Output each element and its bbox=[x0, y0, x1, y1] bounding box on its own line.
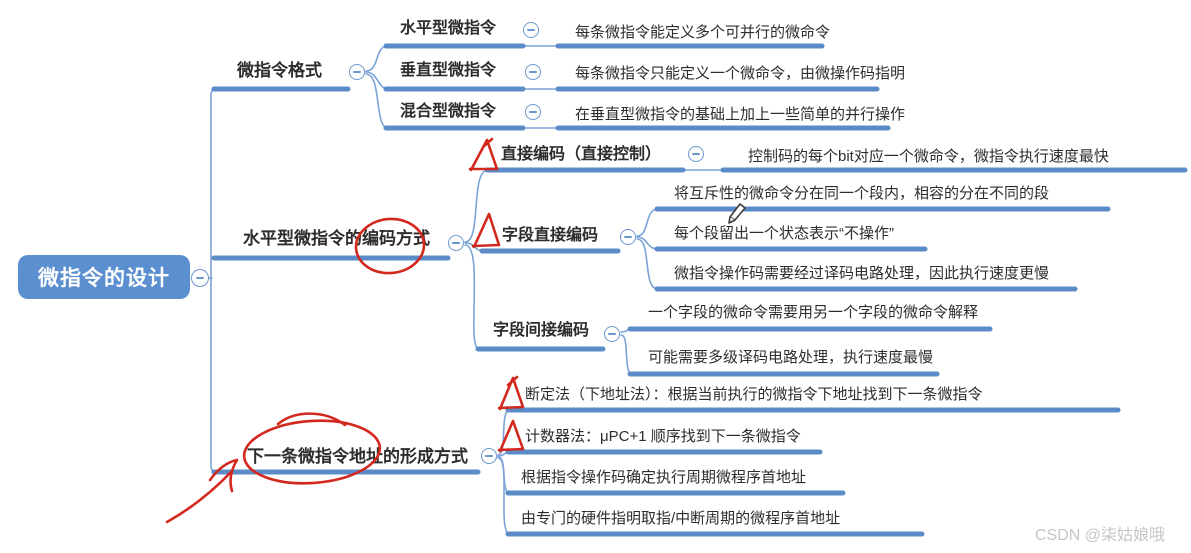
topic-field-direct-encoding[interactable]: 字段直接编码 bbox=[502, 227, 599, 244]
note[interactable]: 一个字段的微命令需要用另一个字段的微命令解释 bbox=[648, 304, 979, 321]
topic-horizontal-microinstruction[interactable]: 水平型微指令 bbox=[400, 20, 497, 37]
branch-format[interactable]: 微指令格式 bbox=[237, 61, 322, 80]
topic-field-indirect-encoding[interactable]: 字段间接编码 bbox=[493, 322, 590, 339]
note[interactable]: 每个段留出一个状态表示“不操作” bbox=[674, 225, 894, 242]
note[interactable]: 控制码的每个bit对应一个微命令，微指令执行速度最快 bbox=[748, 148, 1109, 165]
topic-direct-encoding[interactable]: 直接编码（直接控制） bbox=[501, 146, 662, 163]
note[interactable]: 将互斥性的微命令分在同一个段内，相容的分在不同的段 bbox=[674, 185, 1050, 202]
watermark: CSDN @柒姑娘哦 bbox=[1035, 527, 1166, 544]
note[interactable]: 计数器法：μPC+1 顺序找到下一条微指令 bbox=[525, 428, 801, 445]
root-node[interactable]: 微指令的设计 bbox=[18, 255, 190, 299]
collapse-icon[interactable] bbox=[191, 269, 209, 287]
collapse-icon[interactable] bbox=[448, 235, 464, 251]
root-label: 微指令的设计 bbox=[38, 267, 170, 290]
note[interactable]: 由专门的硬件指明取指/中断周期的微程序首地址 bbox=[521, 510, 841, 527]
collapse-icon[interactable] bbox=[349, 64, 365, 80]
note[interactable]: 断定法（下地址法）：根据当前执行的微指令下地址找到下一条微指令 bbox=[525, 386, 983, 403]
branch-next-address[interactable]: 下一条微指令地址的形成方式 bbox=[247, 447, 468, 466]
collapse-icon[interactable] bbox=[481, 448, 497, 464]
collapse-icon[interactable] bbox=[620, 229, 636, 245]
collapse-icon[interactable] bbox=[604, 326, 620, 342]
collapse-icon[interactable] bbox=[525, 64, 541, 80]
collapse-icon[interactable] bbox=[523, 22, 539, 38]
collapse-icon[interactable] bbox=[525, 104, 541, 120]
note[interactable]: 在垂直型微指令的基础上加上一些简单的并行操作 bbox=[575, 106, 906, 123]
note[interactable]: 根据指令操作码确定执行周期微程序首地址 bbox=[521, 469, 807, 486]
collapse-icon[interactable] bbox=[688, 146, 704, 162]
branch-encoding-methods[interactable]: 水平型微指令的编码方式 bbox=[243, 229, 430, 248]
note[interactable]: 微指令操作码需要经过译码电路处理，因此执行速度更慢 bbox=[674, 265, 1050, 282]
note[interactable]: 每条微指令只能定义一个微命令，由微操作码指明 bbox=[575, 65, 906, 82]
note[interactable]: 可能需要多级译码电路处理，执行速度最慢 bbox=[648, 349, 934, 366]
topic-vertical-microinstruction[interactable]: 垂直型微指令 bbox=[400, 62, 497, 79]
note[interactable]: 每条微指令能定义多个可并行的微命令 bbox=[575, 24, 831, 41]
topic-mixed-microinstruction[interactable]: 混合型微指令 bbox=[400, 103, 497, 120]
